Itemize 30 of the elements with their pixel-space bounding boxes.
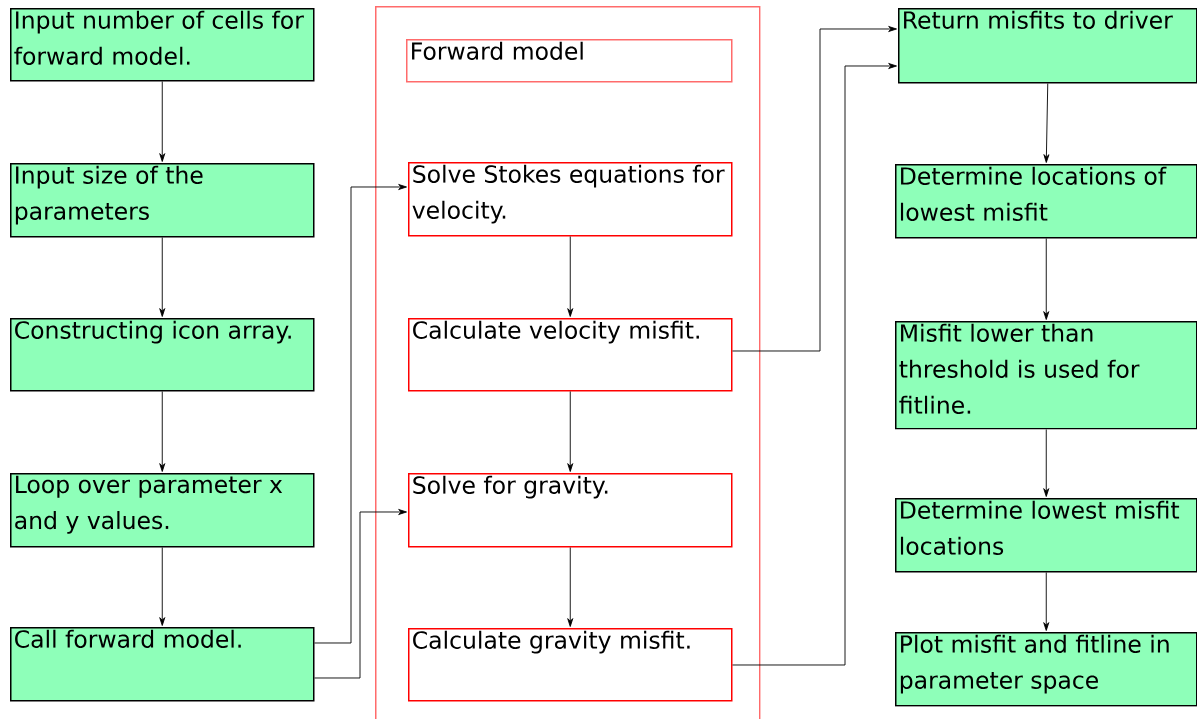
arrow — [567, 236, 574, 317]
arrow — [1043, 572, 1050, 631]
process-box: Loop over parameter x and y values. — [10, 473, 315, 548]
process-box: Input number of cells for forward model. — [10, 8, 315, 82]
process-box: Input size of the parameters — [10, 163, 315, 238]
arrow — [314, 184, 407, 644]
process-box: Call forward model. — [10, 627, 315, 702]
arrow — [314, 509, 407, 679]
arrow — [567, 391, 574, 472]
arrow — [159, 391, 166, 472]
process-box: Solve for gravity. — [408, 473, 733, 548]
title-box: Forward model — [406, 39, 733, 83]
process-box: Plot misfit and fitline in parameter space — [895, 632, 1197, 707]
process-box: Return misfits to driver — [898, 8, 1197, 84]
arrow — [1043, 83, 1050, 163]
process-box: Constructing icon array. — [10, 318, 315, 392]
arrow — [567, 547, 574, 627]
arrow — [732, 26, 897, 352]
process-box: Determine locations of lowest misfit — [895, 164, 1197, 239]
process-box: Calculate velocity misfit. — [408, 318, 733, 392]
process-box: Solve Stokes equations for velocity. — [408, 162, 733, 237]
process-box: Misfit lower than threshold is used for fitline. — [895, 321, 1197, 430]
arrow — [1043, 429, 1050, 497]
arrow — [1043, 238, 1050, 320]
arrow — [159, 237, 166, 317]
arrow — [732, 63, 897, 666]
process-box: Determine lowest misfit locations — [895, 498, 1197, 573]
arrow — [159, 547, 166, 626]
process-box: Calculate gravity misfit. — [408, 628, 733, 702]
arrow — [159, 81, 166, 162]
